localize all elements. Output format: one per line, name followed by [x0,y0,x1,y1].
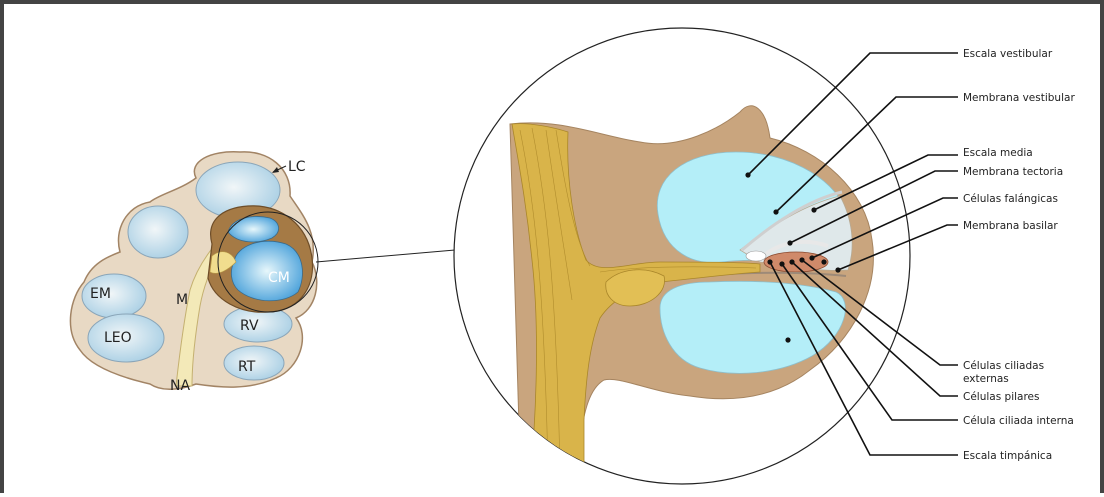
label-celulas-falangicas: Células falángicas [963,193,1058,205]
label-escala-timpanica: Escala timpánica [963,450,1052,462]
label-membrana-tectoria: Membrana tectoria [963,166,1063,178]
label-celulas-pilares: Células pilares [963,391,1039,403]
cochlear-duct-detail: Escala vestibular Membrana vestibular Es… [454,28,1075,484]
cochlea-overview: LC EM M CM LEO RV RT NA [70,152,318,394]
label-escala-media: Escala media [963,147,1033,159]
inner-white-cell [746,251,766,261]
label-m: M [176,292,188,308]
label-leo: LEO [104,330,132,346]
label-celulas-ciliadas: Células ciliadas [963,360,1044,372]
label-na: NA [170,378,190,394]
label-externas: externas [963,373,1009,385]
label-rt: RT [238,359,256,375]
label-escala-vestibular: Escala vestibular [963,48,1053,60]
label-rv: RV [240,318,259,334]
label-lc: LC [288,159,306,175]
label-cm: CM [268,270,290,286]
cm-duct [231,241,302,301]
label-membrana-vestibular: Membrana vestibular [963,92,1075,104]
label-em: EM [90,286,111,302]
zoom-connector [316,250,455,262]
label-celula-ciliada-interna: Célula ciliada interna [963,415,1074,427]
chamber-upper-left [128,206,188,258]
label-membrana-basilar: Membrana basilar [963,220,1058,232]
